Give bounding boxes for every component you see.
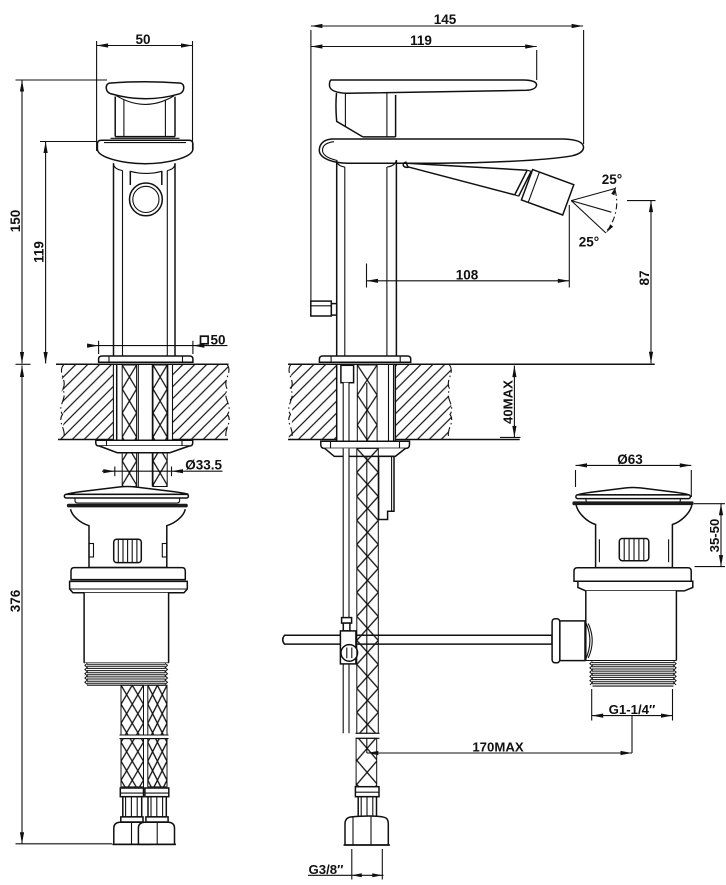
svg-text:G3/8″: G3/8″ [309, 862, 345, 877]
svg-text:108: 108 [456, 267, 479, 282]
svg-text:G1-1/4″: G1-1/4″ [609, 702, 656, 717]
svg-text:25°: 25° [602, 172, 622, 187]
svg-text:40MAX: 40MAX [500, 380, 515, 424]
svg-text:50: 50 [135, 32, 150, 47]
svg-text:150: 150 [8, 210, 23, 233]
svg-text:50: 50 [211, 333, 226, 348]
svg-text:87: 87 [637, 270, 652, 285]
svg-text:25°: 25° [579, 235, 599, 250]
svg-text:119: 119 [410, 33, 432, 48]
svg-text:Ø63: Ø63 [617, 452, 643, 467]
svg-text:170MAX: 170MAX [472, 740, 524, 755]
svg-text:35-50: 35-50 [707, 519, 722, 553]
svg-text:Ø33.5: Ø33.5 [185, 458, 222, 473]
svg-text:119: 119 [32, 241, 47, 263]
svg-text:145: 145 [434, 12, 457, 27]
svg-text:376: 376 [8, 589, 23, 612]
